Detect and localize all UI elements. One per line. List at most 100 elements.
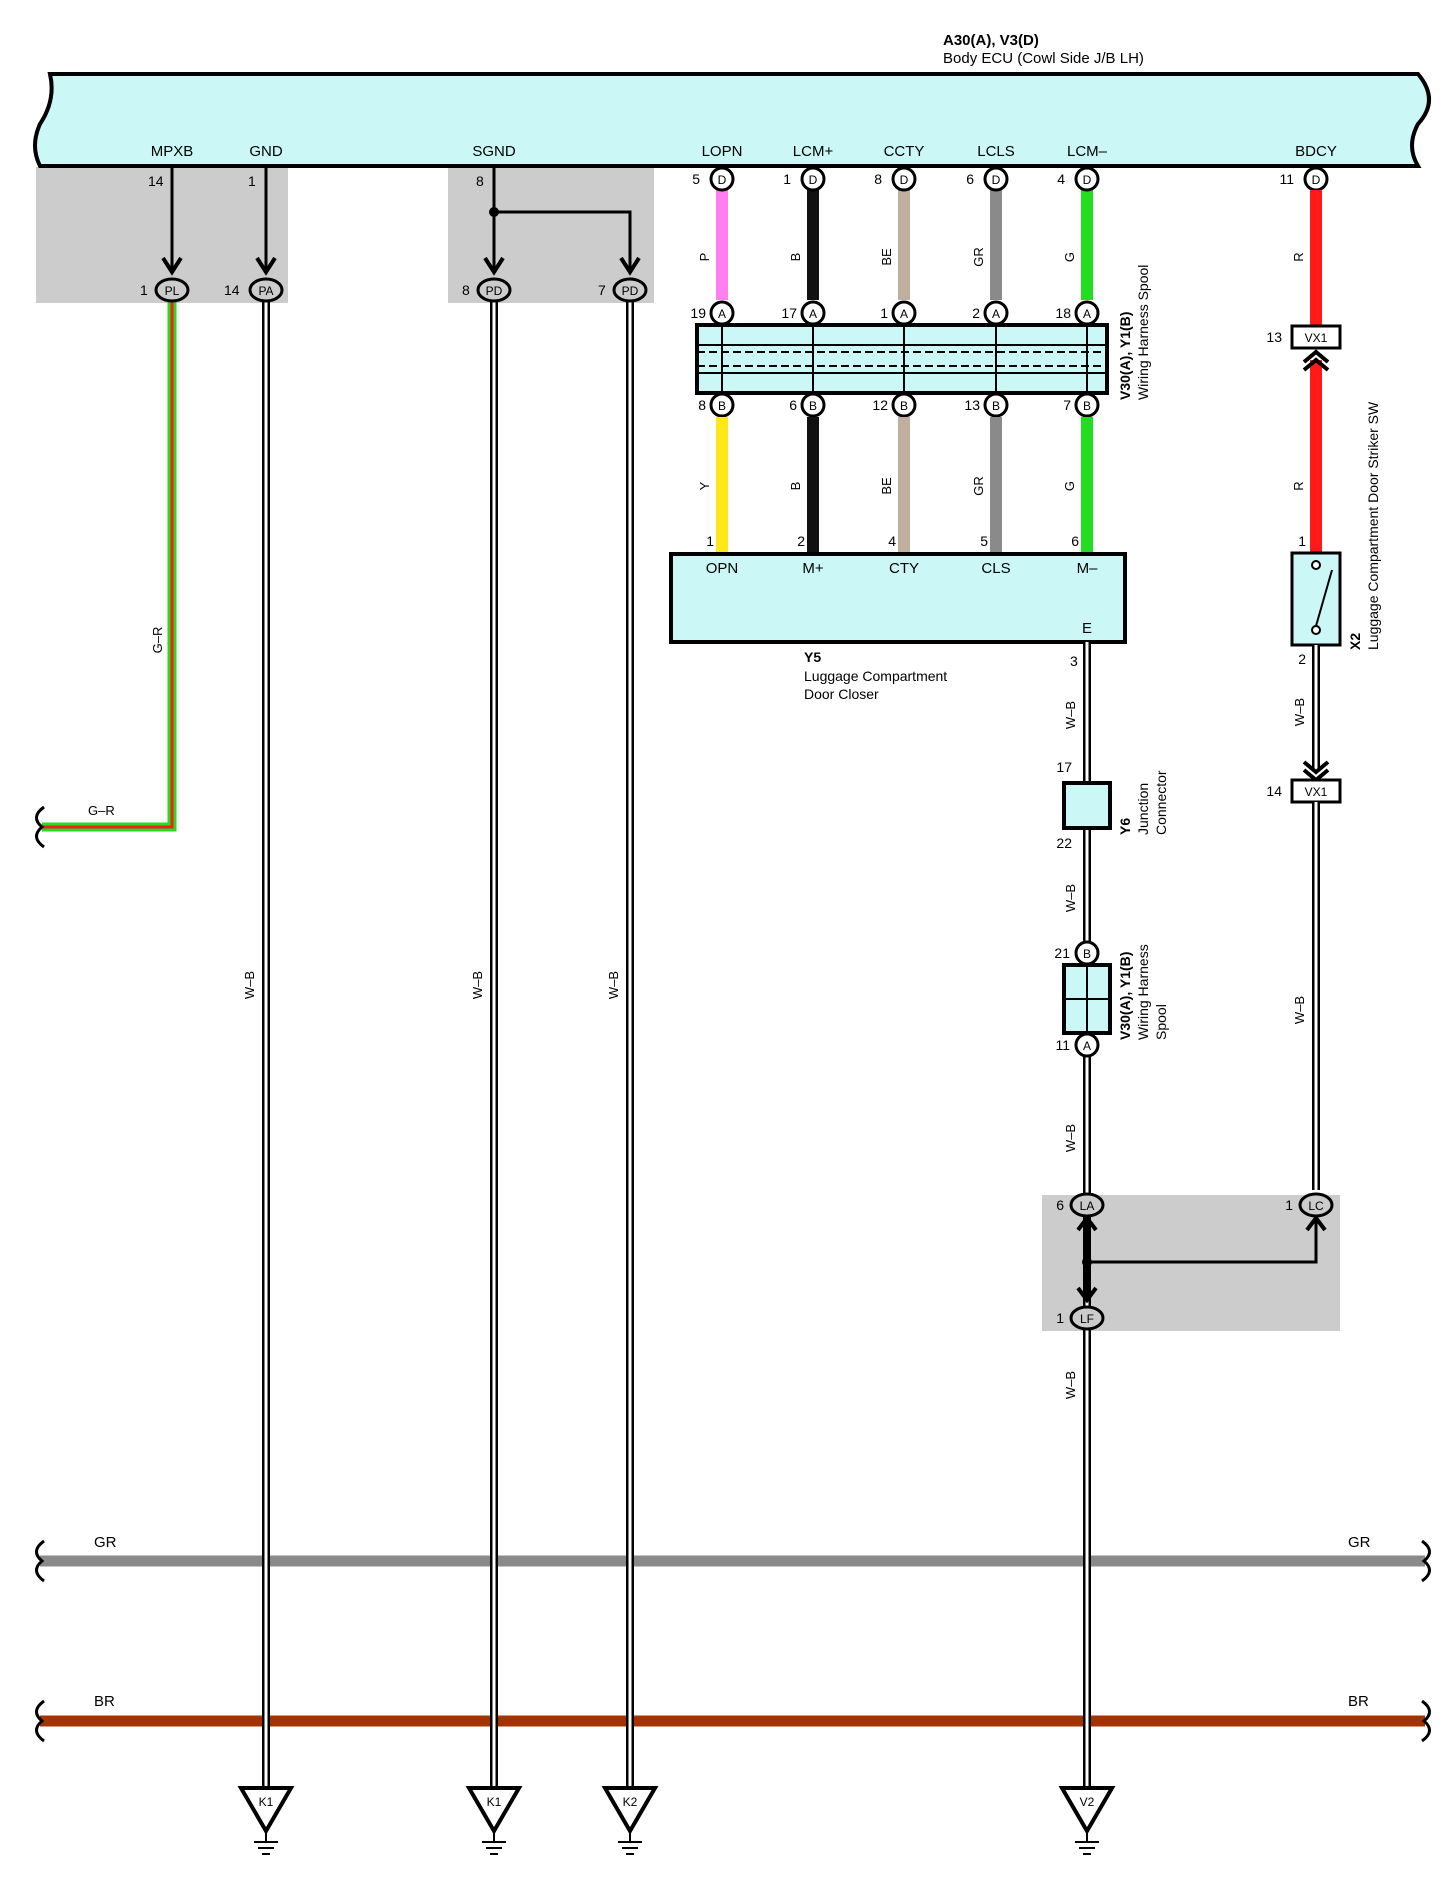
spool-a-2-tag: A: [809, 307, 817, 321]
gnd-wb-label: W–B: [242, 971, 257, 999]
y6-name: Y6: [1117, 818, 1133, 835]
junction-pl: PL 1: [140, 277, 190, 303]
spool-a-5-pin: 18: [1055, 305, 1071, 321]
lc-arrow: [1305, 1214, 1327, 1232]
y5-terminals: OPN M+ CTY CLS M– E: [706, 560, 1098, 637]
conn-d-ccty-circle: [891, 166, 917, 192]
junction-pd-1-shape: [476, 277, 512, 303]
mpxb-pin: 14: [148, 173, 164, 189]
conn-d-ccty-pin: 8: [874, 171, 882, 187]
gnd-pin: 1: [248, 173, 256, 189]
sgnd-circuit: 8 W–B W–B PD 8 PD 7: [462, 166, 648, 1790]
junction-pl-pin: 1: [140, 282, 148, 298]
ecu-terminal-labels: MPXB GND SGND LOPN LCM+ CCTY LCLS LCM– B…: [151, 143, 1337, 160]
vx1-connector-top: VX1 13: [1266, 324, 1342, 372]
conn-d-lcmp-circle: [800, 166, 826, 192]
y5-pin-numbers: 1 2 4 5 6: [706, 533, 1079, 549]
wire-label-p: P: [697, 253, 712, 262]
spool-b-3: [891, 392, 917, 418]
junction-pd-1: PD 8: [462, 277, 512, 303]
wire-gr-lower: [990, 417, 1002, 554]
lower-wires: Y B BE GR G 1 2 4 5 6: [697, 417, 1093, 554]
spool-a-1-pin: 19: [690, 305, 706, 321]
ecu-shape: [33, 72, 1431, 168]
junction-lc: LC 1: [1285, 1192, 1334, 1218]
spool-b-5: [1074, 392, 1100, 418]
spool-bottom-desc-2: Spool: [1153, 1004, 1169, 1040]
bus-gr-label-right: GR: [1348, 1534, 1371, 1551]
conn-d-lcls-tag: D: [992, 173, 1001, 187]
junction-la-shape: [1069, 1192, 1105, 1218]
wire-p-upper: [716, 188, 728, 300]
conn-d-lcmp-tag: D: [809, 173, 818, 187]
striker-wb-label-2: W–B: [1292, 996, 1307, 1024]
closer-wb-label-2: W–B: [1063, 884, 1078, 912]
y5-pin-4: 5: [980, 533, 988, 549]
gr-wire-label-horizontal: G–R: [88, 803, 115, 818]
y6-body: [1062, 781, 1112, 830]
conn-d-lcmm-circle: [1074, 166, 1100, 192]
ground-k2-triangle: [601, 1786, 659, 1835]
vx1-bottom-pin: 14: [1266, 783, 1282, 799]
junction-lc-pin: 1: [1285, 1197, 1293, 1213]
spool-b-3-pin: 12: [872, 397, 888, 413]
conn-d-lopn: D 5: [692, 166, 735, 192]
wire-label-r-2: R: [1291, 481, 1306, 490]
wire-label-be-2: BE: [879, 477, 894, 495]
vx1-top-box: [1290, 324, 1342, 350]
spool-a-4-tag: A: [992, 307, 1000, 321]
conn-d-lcls-circle: [983, 166, 1009, 192]
spool-bottom-b-tag: B: [1083, 947, 1091, 961]
wire-be-lower: [898, 417, 910, 554]
term-sgnd: SGND: [472, 143, 516, 160]
junction-pd-2-tag: PD: [622, 284, 639, 298]
junction-la-pin: 6: [1056, 1197, 1064, 1213]
spool-top-b-connectors: B B B B B 8 6 12 13 7: [698, 392, 1100, 418]
wire-be-upper: [898, 188, 910, 300]
closer-wb-label-1: W–B: [1063, 701, 1078, 729]
term-lcmp: LCM+: [793, 143, 834, 160]
ground-k1-a-triangle: [237, 1786, 295, 1835]
gr-wire-green: [42, 300, 177, 832]
junction-lf-shape: [1069, 1305, 1105, 1331]
spool-a-3-tag: A: [900, 307, 908, 321]
junction-lf-pin: 1: [1056, 1310, 1064, 1326]
spool-b-5-pin: 7: [1063, 397, 1071, 413]
spool-bottom-b-pin: 21: [1054, 945, 1070, 961]
ground-k1-b-label: K1: [487, 1795, 502, 1809]
ecu-subtitle: Body ECU (Cowl Side J/B LH): [943, 50, 1144, 67]
bus-br-break-right: [1421, 1699, 1431, 1743]
conn-d-lcmm-pin: 4: [1057, 171, 1065, 187]
vx1-bottom-tag: VX1: [1305, 785, 1328, 799]
spool-a-5-tag: A: [1083, 307, 1091, 321]
ground-junction: LA 6 LC 1 LF 1: [1056, 1192, 1334, 1331]
closer-wb-label-4: W–B: [1063, 1371, 1078, 1399]
y5-term-cls: CLS: [981, 560, 1010, 577]
wire-y-lower: [716, 417, 728, 554]
bus-br-label-left: BR: [94, 1693, 115, 1710]
y5-desc-2: Door Closer: [804, 686, 879, 702]
buses: GR GR BR BR: [35, 1534, 1431, 1743]
sgnd-splice: [489, 207, 499, 217]
y6-junction-connector: 17 22 Y6 Junction Connector: [1056, 759, 1169, 851]
spool-bottom-a-tag: A: [1083, 1039, 1091, 1053]
x2-pin-bottom: 2: [1298, 651, 1306, 667]
conn-d-lcls: D 6: [966, 166, 1009, 192]
y5-pin-1: 1: [706, 533, 714, 549]
spool-b-1-pin: 8: [698, 397, 706, 413]
sgnd-arrow-1: [483, 256, 505, 276]
spool-b-4-tag: B: [992, 399, 1000, 413]
y5-name: Y5: [804, 649, 821, 665]
gr-wire-break: [35, 805, 45, 849]
conn-d-bdcy-tag: D: [1312, 173, 1321, 187]
junction-lf-tag: LF: [1080, 1312, 1094, 1326]
junction-lc-tag: LC: [1308, 1199, 1324, 1213]
vx1-top-chevron-1: [1302, 349, 1330, 364]
gr-wire-label-vertical: G–R: [150, 627, 165, 654]
wire-g-lower: [1081, 417, 1093, 554]
spool-bottom-a-circle: [1074, 1032, 1100, 1058]
wire-b-upper: [807, 188, 819, 300]
junction-pl-tag: PL: [165, 284, 180, 298]
wire-r-upper: [1310, 190, 1322, 327]
bus-gr-break-right: [1421, 1539, 1431, 1583]
